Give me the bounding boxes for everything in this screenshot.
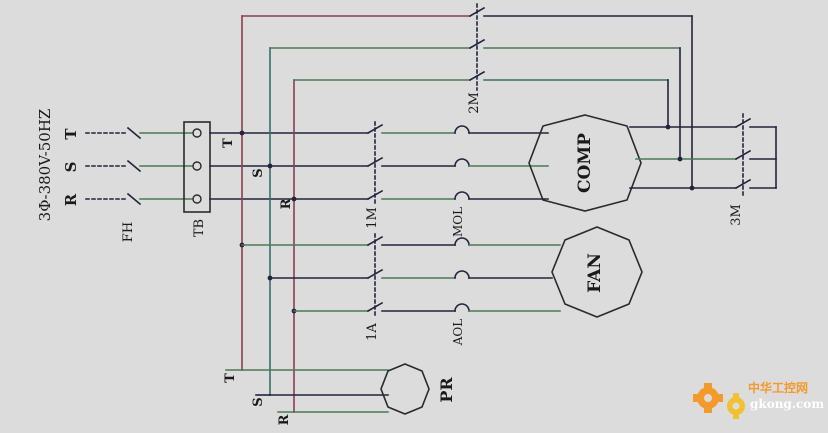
- contactor-1a: [366, 233, 456, 317]
- pr-phase-s: S: [251, 397, 266, 406]
- fan-label: FAN: [585, 253, 605, 293]
- pr-phase-r: R: [277, 414, 292, 425]
- watermark-brand: 中华工控网: [748, 380, 808, 395]
- fuse-label: FH: [121, 222, 136, 242]
- pr-phase-t: T: [223, 373, 238, 383]
- compressor-label: COMP: [575, 133, 595, 193]
- compressor-motor: [528, 114, 642, 212]
- contactor-2m-label: 2M: [467, 92, 482, 114]
- supply-phase-r: R: [62, 193, 80, 206]
- pr-label: PR: [437, 377, 456, 403]
- watermark-site: gkong.com: [750, 397, 824, 411]
- supply-spec: 3Φ-380V-50HZ: [36, 109, 54, 222]
- overload-compressor: [454, 125, 549, 200]
- fan-motor: [551, 226, 643, 318]
- contactor-1a-label: 1A: [365, 323, 380, 341]
- overload-fan: [454, 237, 561, 312]
- terminal-block: [183, 121, 211, 213]
- fan-bus: [241, 244, 369, 312]
- terminal-label-t: T: [221, 138, 236, 148]
- terminal-label-r: R: [279, 198, 294, 209]
- compressor-output: [629, 124, 737, 191]
- contactor-1m-label: 1M: [365, 207, 380, 229]
- pr-motor: [380, 363, 430, 415]
- contactor-3m-label: 3M: [729, 204, 744, 226]
- contactor-1m: [366, 121, 456, 205]
- watermark-logo-icon: [693, 383, 745, 419]
- overload-fan-label: AOL: [451, 319, 465, 347]
- terminal-block-label: TB: [192, 219, 207, 237]
- terminal-label-s: S: [251, 168, 266, 177]
- supply-phase-s: S: [62, 162, 80, 173]
- main-bus: [209, 15, 471, 413]
- supply-wires: [85, 132, 199, 200]
- pr-bus: [225, 369, 389, 413]
- supply-phase-t: T: [62, 128, 80, 140]
- contactor-3m: [734, 113, 777, 197]
- overload-compressor-label: MOL: [451, 207, 465, 237]
- fuse-symbol: [126, 126, 142, 206]
